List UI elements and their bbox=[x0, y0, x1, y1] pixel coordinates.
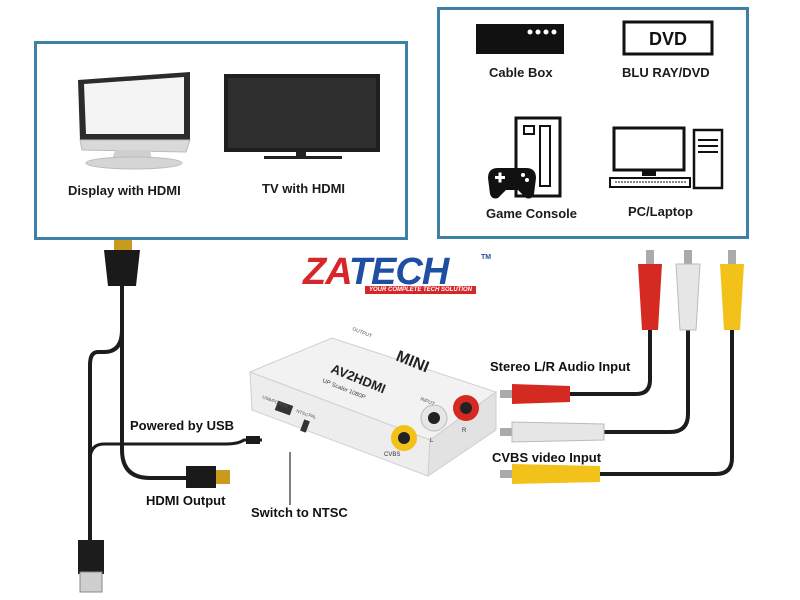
callout-ntsc-switch: Switch to NTSC bbox=[251, 505, 348, 520]
dvd-player-icon: DVD bbox=[622, 20, 714, 56]
port-output-label: OUTPUT bbox=[351, 326, 372, 339]
callout-video-input: CVBS video Input bbox=[492, 450, 602, 465]
game-console-icon bbox=[488, 116, 562, 199]
logo-brand-left: ZA bbox=[303, 251, 350, 293]
label-cable-box: Cable Box bbox=[489, 65, 553, 80]
port-r-label: R bbox=[462, 428, 467, 434]
label-game-console: Game Console bbox=[486, 206, 578, 221]
logo-brand-right: TECH bbox=[348, 251, 449, 293]
monitor-icon bbox=[78, 72, 191, 170]
cable-box-icon bbox=[476, 24, 564, 54]
port-ntsc-label: NTSC bbox=[296, 408, 310, 418]
port-l-label: L bbox=[430, 438, 434, 444]
zatech-logo: ZATECH TM YOUR COMPLETE TECH SOLUTION bbox=[303, 252, 493, 300]
label-tv-hdmi: TV with HDMI bbox=[262, 181, 346, 196]
av2hdmi-converter: MINI AV2HDMI UP Scaler 1080P CVBS L R IN… bbox=[248, 326, 498, 477]
port-pal-label: PAL bbox=[308, 412, 318, 420]
label-bluray-dvd: BLU RAY/DVD bbox=[622, 65, 710, 80]
hdmi-cable bbox=[88, 240, 230, 545]
rca-cables bbox=[500, 250, 744, 484]
callout-hdmi-output: HDMI Output bbox=[146, 493, 226, 508]
dvd-badge-text: DVD bbox=[649, 29, 687, 49]
callout-audio-input: Stereo L/R Audio Input bbox=[490, 359, 631, 374]
port-cvbs-label: CVBS bbox=[384, 452, 400, 458]
port-input-label: INPUT bbox=[419, 396, 435, 407]
label-display-hdmi: Display with HDMI bbox=[68, 183, 181, 198]
label-pc-laptop: PC/Laptop bbox=[628, 204, 693, 219]
tv-icon bbox=[224, 74, 380, 159]
callout-usb-power: Powered by USB bbox=[130, 418, 235, 433]
pc-icon bbox=[609, 126, 724, 190]
logo-trademark: TM bbox=[481, 254, 492, 261]
logo-tagline: YOUR COMPLETE TECH SOLUTION bbox=[365, 286, 477, 294]
usb-power-cable bbox=[78, 436, 262, 593]
